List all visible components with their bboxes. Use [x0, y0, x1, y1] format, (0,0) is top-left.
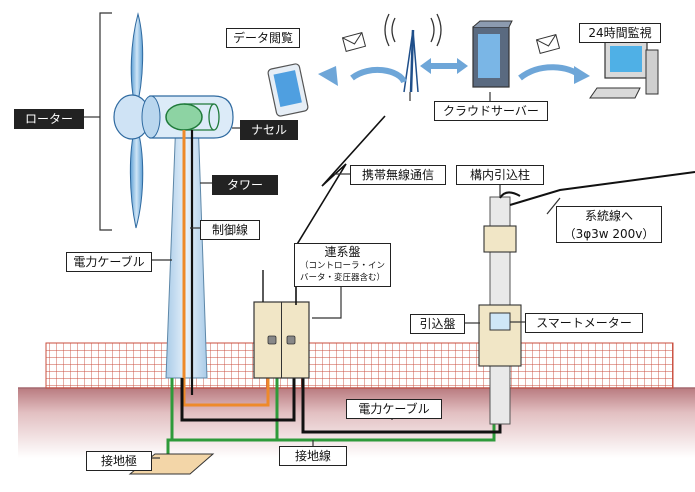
grid-line-label: 系統線へ （3φ3w 200v）	[556, 206, 662, 243]
generator	[165, 103, 203, 131]
rotor-bracket	[99, 12, 112, 231]
grid-line	[509, 171, 695, 206]
monitoring-label: 24時間監視	[579, 23, 661, 43]
control-line	[182, 130, 270, 407]
pole-transformer	[483, 225, 517, 253]
rotor-label: ローター	[14, 109, 84, 129]
data-view-label: データ閲覧	[226, 28, 300, 48]
tower	[165, 117, 208, 379]
smart-meter-label: スマートメーター	[525, 313, 643, 333]
envelope-icon	[341, 32, 367, 52]
arrow-server-pc	[518, 64, 583, 81]
blade-bottom	[129, 122, 144, 229]
ground-line-tower	[166, 378, 174, 458]
cloud-server-label: クラウドサーバー	[434, 101, 548, 121]
arrow-antenna-phone	[350, 66, 407, 84]
server-icon	[472, 20, 513, 88]
nacelle-label: ナセル	[240, 120, 298, 140]
power-cable-label-left: 電力ケーブル	[66, 252, 152, 272]
interconnection-panel-label: 連系盤 （コントローラ・イン バータ・変圧器含む）	[294, 243, 391, 287]
envelope-icon	[535, 34, 561, 54]
power-cable-label-bottom: 電力ケーブル	[346, 399, 442, 419]
mobile-comm-label: 携帯無線通信	[350, 165, 446, 185]
fence-grid	[45, 342, 674, 389]
grid-line-title: 系統線へ	[584, 209, 633, 223]
interconnection-panel-desc-2: バータ・変圧器含む）	[299, 273, 385, 283]
computer-icon	[589, 41, 659, 99]
antenna-icon	[384, 13, 442, 93]
power-cable-tower	[180, 365, 296, 422]
smart-meter-box	[489, 312, 511, 331]
service-panel-label: 引込盤	[410, 314, 465, 334]
ground-wire-label: 接地線	[279, 446, 347, 466]
control-line-label: 制御線	[200, 220, 260, 240]
smartphone-icon	[267, 63, 309, 117]
tower-label: タワー	[212, 175, 278, 195]
interconnection-panel-title: 連系盤	[324, 245, 361, 259]
ground-electrode-label: 接地極	[86, 451, 152, 471]
interconnection-panel-desc-1: （コントローラ・イン	[299, 261, 385, 271]
grid-line-spec: （3φ3w 200v）	[563, 227, 655, 241]
pole-label: 構内引込柱	[456, 165, 544, 185]
